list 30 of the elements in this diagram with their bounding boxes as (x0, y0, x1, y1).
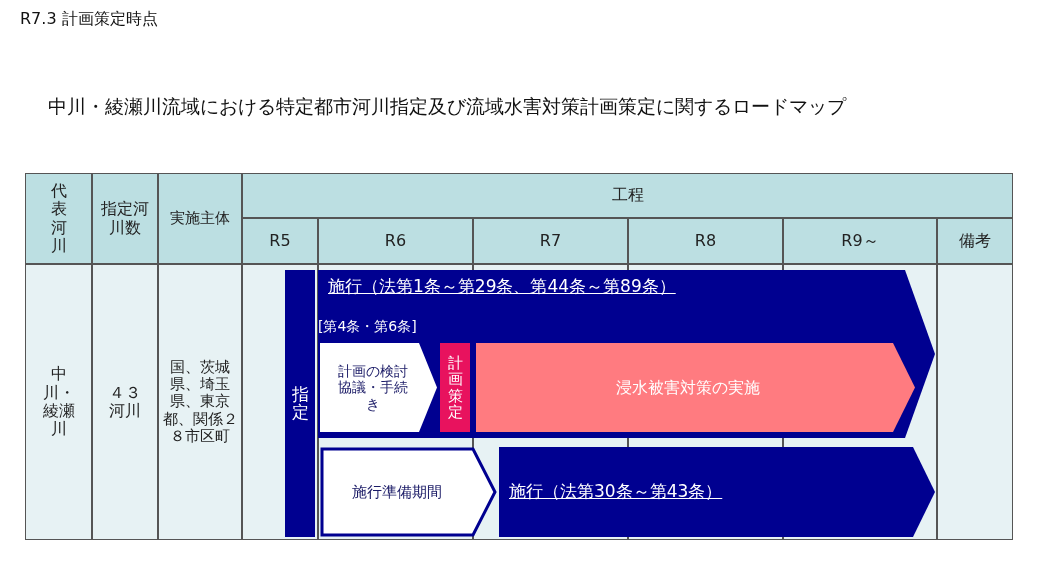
milestone-bar (440, 343, 470, 432)
article-note: [第4条・第6条] (318, 318, 417, 335)
designation-bar (285, 270, 315, 537)
phase-label: 浸水被害対策の実施 (616, 377, 761, 398)
table-cell: 国、茨城県、埼玉県、東京都、関係２８市区町 (158, 264, 242, 540)
phase-band (318, 270, 935, 438)
table-cell: 工程 (242, 173, 1013, 218)
phase-label: 施行（法第30条～第43条） (509, 481, 723, 502)
phase-label: 計画の検討協議・手続き (336, 362, 409, 413)
table-cell: R5 (242, 218, 318, 264)
phase-band (320, 447, 497, 537)
phase-band (499, 447, 935, 537)
header-note: R7.3 計画策定時点 (20, 7, 159, 30)
table-cell: 備考 (937, 218, 1013, 264)
table-cell: ４３河川 (92, 264, 158, 540)
table-cell: 実施主体 (158, 173, 242, 264)
table-cell: 指定河川数 (92, 173, 158, 264)
bar-label: 計画策定 (447, 354, 463, 421)
table-cell: 中川・綾瀬川 (25, 264, 92, 540)
table-cell: R9～ (783, 218, 937, 264)
phase-band (320, 343, 437, 432)
table-cell: R7 (473, 218, 628, 264)
phase-label: 施行（法第1条～第29条、第44条～第89条） (328, 276, 676, 297)
table-cell: R6 (318, 218, 473, 264)
table-cell: R8 (628, 218, 783, 264)
table-cell: 代表河川 (25, 173, 92, 264)
phase-band (476, 343, 915, 432)
phase-label: 施行準備期間 (352, 483, 443, 501)
diagram-title: 中川・綾瀬川流域における特定都市河川指定及び流域水害対策計画策定に関するロードマップ (48, 94, 846, 119)
bar-label: 指定 (291, 384, 309, 423)
